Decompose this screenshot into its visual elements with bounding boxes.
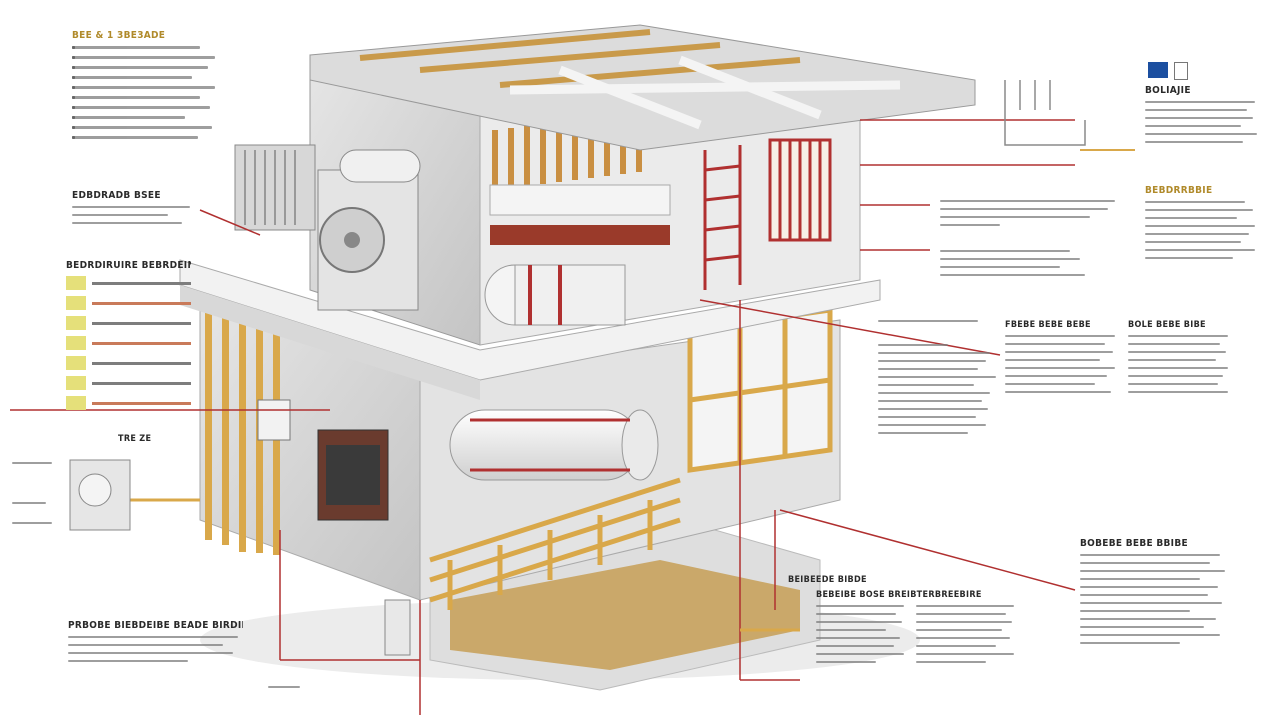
ac-cylinder — [339, 149, 421, 183]
bottom-center-header: BEIBEEDE BIBDE — [788, 575, 867, 585]
bottom-left-info-panel: PRBOBE BIEBDEIBE BEADE BIRDIE — [68, 620, 243, 668]
top-left-header: BEE & 1 3BE3ADE — [72, 30, 166, 41]
bottom-center-columns — [816, 605, 1038, 669]
top-right-schematic — [1004, 80, 1086, 146]
logo-outline-box — [1174, 62, 1188, 80]
leader-lines — [10, 119, 1076, 715]
basement-floor — [450, 560, 800, 670]
lower-railing — [429, 477, 681, 610]
left-mid-panel: EDBDRADB BSEE — [72, 190, 212, 230]
upper-window — [768, 138, 832, 242]
right-mid-callout-1 — [940, 200, 1120, 232]
bottom-right-header: BOBEBE BEBE BBIBE — [1080, 538, 1188, 549]
upper-ladder — [703, 145, 742, 290]
top-right-header: BOLIAJIE — [1145, 85, 1191, 96]
upper-duct — [489, 184, 671, 216]
right-mid-header-b: BOLE BEBE BIBE — [1128, 320, 1206, 330]
left-side-notes — [12, 462, 58, 530]
center-right-notes — [878, 320, 998, 440]
left-small-label-box: TRE ZE — [118, 434, 178, 449]
bottom-center-subheader: BEBEIBE BOSE BREIBTERBREEBIRE — [816, 590, 982, 600]
right-mid-header-a: FBEBE BEBE BEBE — [1005, 320, 1091, 330]
right-gold-panel: BEBDRRBBIE — [1145, 185, 1260, 265]
left-table-header: BEDRDIRUIRE BEBRDEIN — [66, 260, 191, 271]
bottom-left-header: PRBOBE BIEBDEIBE BEADE BIRDIE — [68, 620, 243, 631]
roof-beams — [359, 29, 801, 88]
right-mid-panel-b: BOLE BEBE BIBE — [1128, 320, 1233, 399]
left-mid-header: EDBDRADB BSEE — [72, 190, 161, 201]
bottom-center-info-panel: BEIBEEDE BIBDE BEBEIBE BOSE BREIBTERBREE… — [788, 575, 1038, 669]
left-legend-table: BEDRDIRUIRE BEBRDEIN — [66, 260, 191, 416]
left-small-label: TRE ZE — [118, 434, 152, 444]
blue-logo-mark — [1148, 62, 1168, 78]
right-mid-callout-2 — [940, 250, 1090, 282]
right-mid-panel-a: FBEBE BEBE BEBE — [1005, 320, 1120, 399]
top-right-info-panel: BOLIAJIE — [1145, 85, 1260, 149]
top-left-info-panel: BEE & 1 3BE3ADE — [72, 30, 215, 146]
small-valve — [384, 599, 411, 656]
control-box — [257, 399, 291, 441]
bottom-small-note — [268, 686, 308, 694]
bottom-right-info-panel: BOBEBE BEBE BBIBE — [1080, 538, 1230, 650]
right-gold-header: BEBDRRBBIE — [1145, 185, 1213, 196]
